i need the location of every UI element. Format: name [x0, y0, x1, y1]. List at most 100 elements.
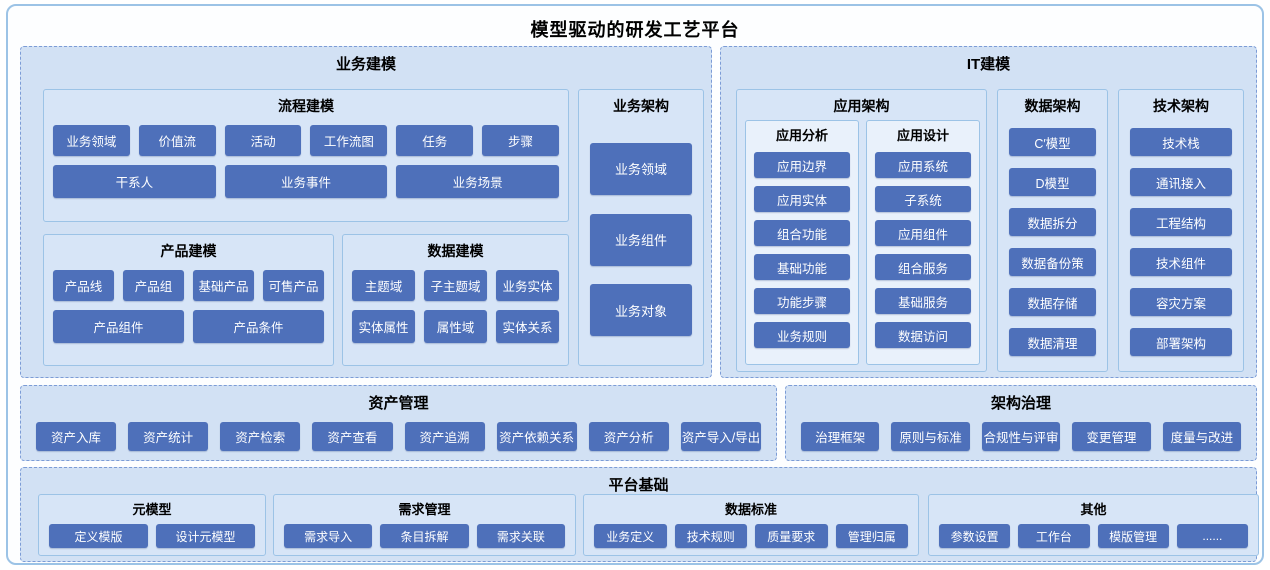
technology-architecture-item[interactable]: 部署架构: [1130, 328, 1232, 356]
data-architecture-item[interactable]: D模型: [1009, 168, 1096, 196]
others-item[interactable]: 工作台: [1018, 524, 1090, 548]
data-architecture-item[interactable]: 数据存储: [1009, 288, 1096, 316]
product-modeling-item[interactable]: 可售产品: [263, 270, 324, 301]
process-modeling-item[interactable]: 活动: [224, 125, 302, 156]
data-modeling-item[interactable]: 主题域: [352, 270, 415, 301]
application-design-item[interactable]: 应用系统: [875, 152, 971, 178]
product-modeling-row-2: 产品组件产品条件: [44, 310, 333, 343]
data-standard-item[interactable]: 质量要求: [755, 524, 828, 548]
architecture-governance-item[interactable]: 度量与改进: [1162, 422, 1242, 451]
others-item[interactable]: ......: [1176, 524, 1248, 548]
data-standard-item[interactable]: 技术规则: [674, 524, 747, 548]
section-asset-management: 资产管理 资产入库资产统计资产检索资产查看资产追溯资产依赖关系资产分析资产导入/…: [20, 385, 777, 461]
panel-process-modeling: 流程建模 业务领域价值流活动工作流图任务步骤 干系人业务事件业务场景: [43, 89, 569, 222]
section-business-modeling: 业务建模 流程建模 业务领域价值流活动工作流图任务步骤 干系人业务事件业务场景 …: [20, 46, 712, 378]
application-design-item[interactable]: 数据访问: [875, 322, 971, 348]
platform-diagram-frame: 模型驱动的研发工艺平台 业务建模 流程建模 业务领域价值流活动工作流图任务步骤 …: [6, 4, 1264, 565]
product-modeling-item[interactable]: 基础产品: [193, 270, 254, 301]
business-architecture-list: 业务领域业务组件业务对象: [590, 124, 692, 355]
asset-management-item[interactable]: 资产依赖关系: [496, 422, 577, 451]
application-analysis-item[interactable]: 应用实体: [754, 186, 850, 212]
process-modeling-item[interactable]: 业务事件: [224, 165, 388, 198]
asset-management-item[interactable]: 资产统计: [128, 422, 209, 451]
panel-application-analysis: 应用分析 应用边界应用实体组合功能基础功能功能步骤业务规则: [745, 120, 859, 365]
page-title: 模型驱动的研发工艺平台: [530, 20, 740, 40]
asset-management-item[interactable]: 资产入库: [36, 422, 117, 451]
process-modeling-item[interactable]: 工作流图: [310, 125, 388, 156]
business-architecture-item[interactable]: 业务组件: [590, 213, 692, 266]
data-architecture-item[interactable]: 数据清理: [1009, 328, 1096, 356]
meta-model-item[interactable]: 设计元模型: [156, 524, 255, 548]
asset-management-item[interactable]: 资产分析: [588, 422, 669, 451]
process-modeling-item[interactable]: 价值流: [138, 125, 216, 156]
meta-model-item[interactable]: 定义模版: [49, 524, 148, 548]
application-analysis-list: 应用边界应用实体组合功能基础功能功能步骤业务规则: [746, 152, 858, 348]
application-analysis-item[interactable]: 应用边界: [754, 152, 850, 178]
meta-model-title: 元模型: [132, 502, 172, 517]
data-architecture-item[interactable]: 数据备份策: [1009, 248, 1096, 276]
technology-architecture-item[interactable]: 容灾方案: [1130, 288, 1232, 316]
asset-management-item[interactable]: 资产追溯: [404, 422, 485, 451]
business-modeling-title: 业务建模: [335, 56, 396, 73]
technology-architecture-item[interactable]: 工程结构: [1130, 208, 1232, 236]
architecture-governance-item[interactable]: 原则与标准: [891, 422, 970, 451]
section-it-modeling: IT建模 应用架构 应用分析 应用边界应用实体组合功能基础功能功能步骤业务规则 …: [720, 46, 1257, 378]
asset-management-item[interactable]: 资产导入/导出: [680, 422, 761, 451]
technology-architecture-item[interactable]: 技术栈: [1130, 128, 1232, 156]
requirement-management-item[interactable]: 条目拆解: [380, 524, 469, 548]
asset-management-item[interactable]: 资产查看: [312, 422, 393, 451]
application-architecture-title: 应用架构: [833, 98, 890, 114]
product-modeling-item[interactable]: 产品条件: [193, 310, 324, 343]
data-modeling-row-1: 主题域子主题域业务实体: [343, 270, 568, 301]
product-modeling-item[interactable]: 产品线: [53, 270, 114, 301]
others-item[interactable]: 模版管理: [1097, 524, 1169, 548]
data-standard-title: 数据标准: [724, 502, 777, 517]
product-modeling-item[interactable]: 产品组件: [53, 310, 184, 343]
technology-architecture-list: 技术栈通讯接入工程结构技术组件容灾方案部署架构: [1119, 128, 1243, 356]
data-modeling-item[interactable]: 实体关系: [496, 310, 559, 343]
data-architecture-item[interactable]: C′模型: [1009, 128, 1096, 156]
product-modeling-row-1: 产品线产品组基础产品可售产品: [44, 270, 333, 301]
application-design-item[interactable]: 子系统: [875, 186, 971, 212]
business-architecture-item[interactable]: 业务领域: [590, 142, 692, 195]
process-modeling-item[interactable]: 干系人: [53, 165, 216, 198]
requirement-management-item[interactable]: 需求导入: [284, 524, 373, 548]
application-analysis-item[interactable]: 功能步骤: [754, 288, 850, 314]
process-modeling-item[interactable]: 业务领域: [53, 125, 130, 156]
process-modeling-title: 流程建模: [278, 98, 334, 114]
asset-management-item[interactable]: 资产检索: [220, 422, 301, 451]
data-standard-item[interactable]: 业务定义: [594, 524, 667, 548]
product-modeling-item[interactable]: 产品组: [123, 270, 184, 301]
requirement-management-title: 需求管理: [398, 502, 451, 517]
data-modeling-item[interactable]: 子主题域: [424, 270, 487, 301]
data-modeling-item[interactable]: 属性域: [424, 310, 487, 343]
panel-meta-model: 元模型 定义模版设计元模型: [38, 494, 266, 556]
application-analysis-item[interactable]: 组合功能: [754, 220, 850, 246]
process-modeling-item[interactable]: 步骤: [482, 125, 559, 156]
application-analysis-item[interactable]: 业务规则: [754, 322, 850, 348]
technology-architecture-item[interactable]: 通讯接入: [1130, 168, 1232, 196]
data-modeling-title: 数据建模: [427, 243, 484, 259]
technology-architecture-item[interactable]: 技术组件: [1130, 248, 1232, 276]
application-design-item[interactable]: 应用组件: [875, 220, 971, 246]
business-architecture-item[interactable]: 业务对象: [590, 284, 692, 337]
process-modeling-item[interactable]: 任务: [396, 125, 474, 156]
architecture-governance-item[interactable]: 合规性与评审: [981, 422, 1061, 451]
panel-data-modeling: 数据建模 主题域子主题域业务实体 实体属性属性域实体关系: [342, 234, 569, 366]
data-standard-item[interactable]: 管理归属: [835, 524, 908, 548]
application-analysis-item[interactable]: 基础功能: [754, 254, 850, 280]
requirement-management-item[interactable]: 需求关联: [476, 524, 565, 548]
application-design-item[interactable]: 组合服务: [875, 254, 971, 280]
application-design-item[interactable]: 基础服务: [875, 288, 971, 314]
architecture-governance-title: 架构治理: [990, 395, 1051, 412]
process-modeling-item[interactable]: 业务场景: [396, 165, 560, 198]
process-modeling-row-1: 业务领域价值流活动工作流图任务步骤: [44, 125, 568, 156]
data-modeling-item[interactable]: 实体属性: [352, 310, 415, 343]
panel-others: 其他 参数设置工作台模版管理......: [928, 494, 1259, 556]
data-architecture-item[interactable]: 数据拆分: [1009, 208, 1096, 236]
panel-product-modeling: 产品建模 产品线产品组基础产品可售产品 产品组件产品条件: [43, 234, 334, 366]
data-modeling-item[interactable]: 业务实体: [496, 270, 559, 301]
architecture-governance-item[interactable]: 变更管理: [1072, 422, 1151, 451]
architecture-governance-item[interactable]: 治理框架: [801, 422, 880, 451]
others-item[interactable]: 参数设置: [939, 524, 1011, 548]
